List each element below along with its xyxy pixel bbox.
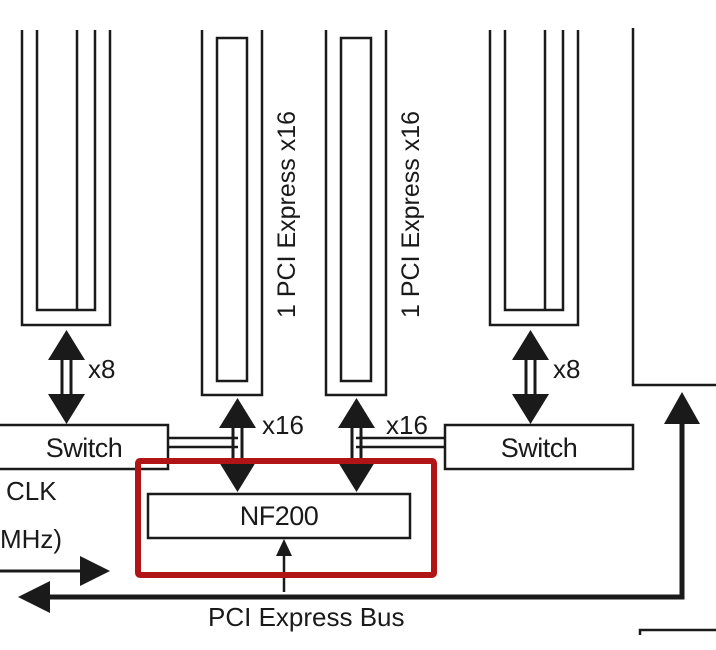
clk-frequency-fragment: MHz) — [0, 524, 63, 554]
bus-to-nf200-arrow — [276, 539, 292, 592]
switch-label-left: Switch — [45, 432, 123, 463]
right-block-edge — [631, 28, 716, 387]
bidirectional-arrow-slot2-nf200 — [219, 398, 256, 492]
link-label-x16-right: x16 — [386, 410, 428, 440]
bidirectional-arrow-slot3-nf200 — [338, 398, 375, 492]
link-label-x8-right: x8 — [553, 354, 581, 384]
switch-link-left — [168, 436, 238, 449]
pcie-slot-3 — [324, 30, 388, 397]
nf200-chip-label: NF200 — [239, 500, 319, 531]
bidirectional-arrow-slot1-switch — [48, 330, 85, 424]
link-label-x8-left: x8 — [88, 354, 116, 384]
bottom-right-block-edge — [638, 628, 716, 635]
pcie-slot-4 — [488, 30, 580, 327]
pci-express-bus-line — [18, 392, 700, 613]
pcie-slot-1 — [20, 30, 112, 327]
switch-link-right — [356, 436, 445, 449]
nf200-chip-box — [146, 492, 412, 540]
clk-arrow — [0, 556, 110, 586]
bidirectional-arrow-slot4-switch — [512, 330, 549, 424]
nf200-highlight-frame — [135, 458, 437, 578]
clk-label: CLK — [6, 476, 57, 506]
pcie-slot-2 — [200, 30, 264, 397]
switch-label-right: Switch — [500, 432, 578, 463]
link-label-x16-left: x16 — [262, 410, 304, 440]
slot-label-right: 1 PCI Express x16 — [397, 110, 425, 318]
slot-label-left: 1 PCI Express x16 — [273, 110, 301, 318]
pci-express-bus-label: PCI Express Bus — [208, 602, 405, 632]
